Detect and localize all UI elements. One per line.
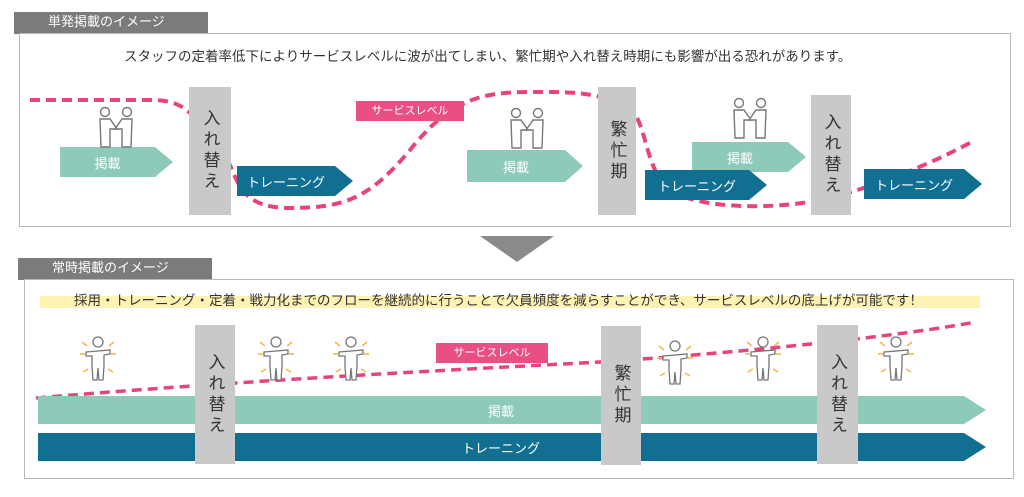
- top-busy-season-box: 繁忙期: [598, 87, 636, 215]
- bottom-posting-arrow-label: 掲載: [38, 396, 964, 424]
- top-replacement-box-1: 入れ替え: [189, 87, 231, 215]
- caption-highlight: [40, 296, 980, 308]
- bottom-replacement-label-1: 入れ替え: [204, 352, 225, 437]
- happy-staff-icon: [332, 336, 370, 381]
- bottom-replacement-box-2: 入れ替え: [817, 325, 858, 464]
- happy-staff-icon: [257, 336, 295, 381]
- single-posting-tab: 単発掲載のイメージ: [14, 12, 208, 34]
- top-busy-season-label: 繁忙期: [606, 119, 627, 183]
- handshake-icon: [99, 106, 133, 148]
- continuous-posting-caption: 採用・トレーニング・定着・戦力化までのフローを継続的に行うことで欠員頻度を減らす…: [74, 293, 923, 309]
- top-training-arrow-3: トレーニング: [864, 169, 982, 199]
- bottom-busy-season-label: 繁忙期: [610, 364, 631, 427]
- chevron-down-icon: [480, 236, 554, 262]
- bottom-replacement-label-2: 入れ替え: [827, 352, 847, 437]
- top-posting-arrow-2: 掲載: [467, 150, 583, 182]
- top-training-arrow-1-label: トレーニング: [237, 166, 335, 196]
- happy-staff-icon: [79, 336, 117, 381]
- top-training-arrow-1: トレーニング: [237, 166, 353, 196]
- top-posting-arrow-1: 掲載: [60, 147, 173, 177]
- happy-staff-icon: [744, 336, 782, 381]
- handshake-icon: [510, 107, 544, 149]
- top-replacement-label-1: 入れ替え: [199, 109, 220, 193]
- bottom-posting-arrow: 掲載: [38, 396, 986, 424]
- continuous-posting-tab: 常時掲載のイメージ: [18, 258, 212, 280]
- bottom-busy-season-box: 繁忙期: [601, 326, 641, 465]
- top-posting-arrow-3-label: 掲載: [692, 142, 788, 172]
- top-posting-arrow-3: 掲載: [692, 142, 806, 172]
- top-training-arrow-2: トレーニング: [645, 170, 767, 200]
- top-training-arrow-3-label: トレーニング: [864, 169, 964, 199]
- bottom-training-arrow: トレーニング: [38, 433, 986, 461]
- top-training-arrow-2-label: トレーニング: [645, 170, 749, 200]
- handshake-icon: [733, 97, 767, 139]
- happy-staff-icon: [656, 340, 694, 385]
- happy-staff-icon: [877, 336, 915, 381]
- top-replacement-label-2: 入れ替え: [820, 113, 841, 197]
- bottom-service-level-tag: サービスレベル: [436, 343, 548, 363]
- top-posting-arrow-1-label: 掲載: [60, 147, 155, 177]
- bottom-training-arrow-label: トレーニング: [38, 433, 964, 461]
- single-posting-caption: スタッフの定着率低下によりサービスレベルに波が出てしまい、繁忙期や入れ替え時期に…: [124, 49, 852, 65]
- top-replacement-box-2: 入れ替え: [811, 95, 851, 215]
- bottom-replacement-box-1: 入れ替え: [195, 325, 235, 464]
- top-posting-arrow-2-label: 掲載: [467, 150, 565, 182]
- top-service-level-tag: サービスレベル: [356, 101, 464, 121]
- top-service-wave: [30, 89, 976, 211]
